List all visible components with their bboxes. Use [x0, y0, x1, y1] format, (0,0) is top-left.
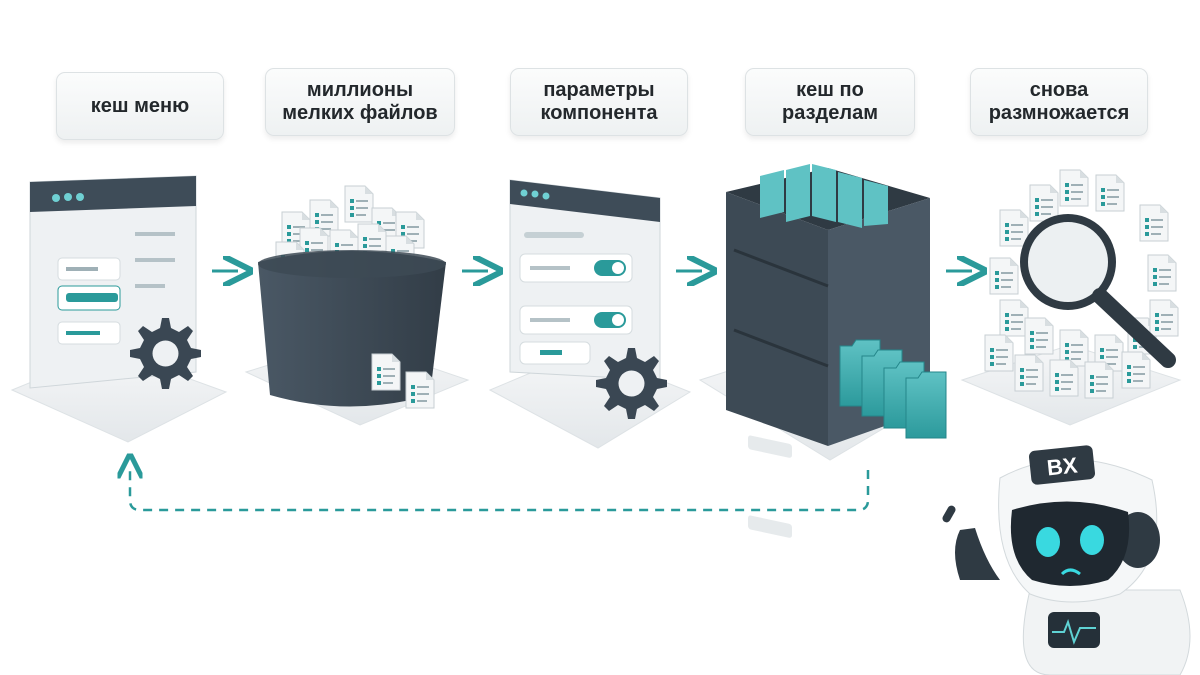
step-4-label-line-1: кеш по: [796, 79, 864, 101]
step-3-label: параметры компонента: [510, 68, 688, 136]
robot-badge: BX: [1046, 452, 1079, 480]
step-2-label-line-1: миллионы: [306, 79, 414, 101]
files-multiplying-icon: [984, 169, 1179, 399]
menu-window-icon: [29, 175, 201, 389]
step-1-label: кеш меню: [56, 72, 224, 140]
magnifier-icon: [1020, 214, 1116, 310]
component-parameters-icon: [509, 179, 667, 419]
filing-cabinet-icon: [726, 164, 947, 538]
step-2-label-line-2: мелких файлов: [282, 102, 438, 124]
step-4-label-line-2: разделам: [782, 102, 878, 124]
file-bin-icon: [258, 185, 446, 409]
step-5-label-line-1: снова: [1029, 79, 1089, 101]
robot-mascot: BX: [942, 445, 1191, 675]
step-3-label-line-2: компонента: [540, 102, 658, 124]
step-1-label-line-1: кеш меню: [90, 94, 190, 117]
step-3-label-line-1: параметры: [543, 79, 655, 101]
step-4-label: кеш по разделам: [745, 68, 915, 136]
step-5-label: снова размножается: [970, 68, 1148, 136]
step-2-label: миллионы мелких файлов: [265, 68, 455, 136]
step-5-label-line-2: размножается: [988, 102, 1130, 124]
return-loop-arrow: [130, 466, 870, 512]
